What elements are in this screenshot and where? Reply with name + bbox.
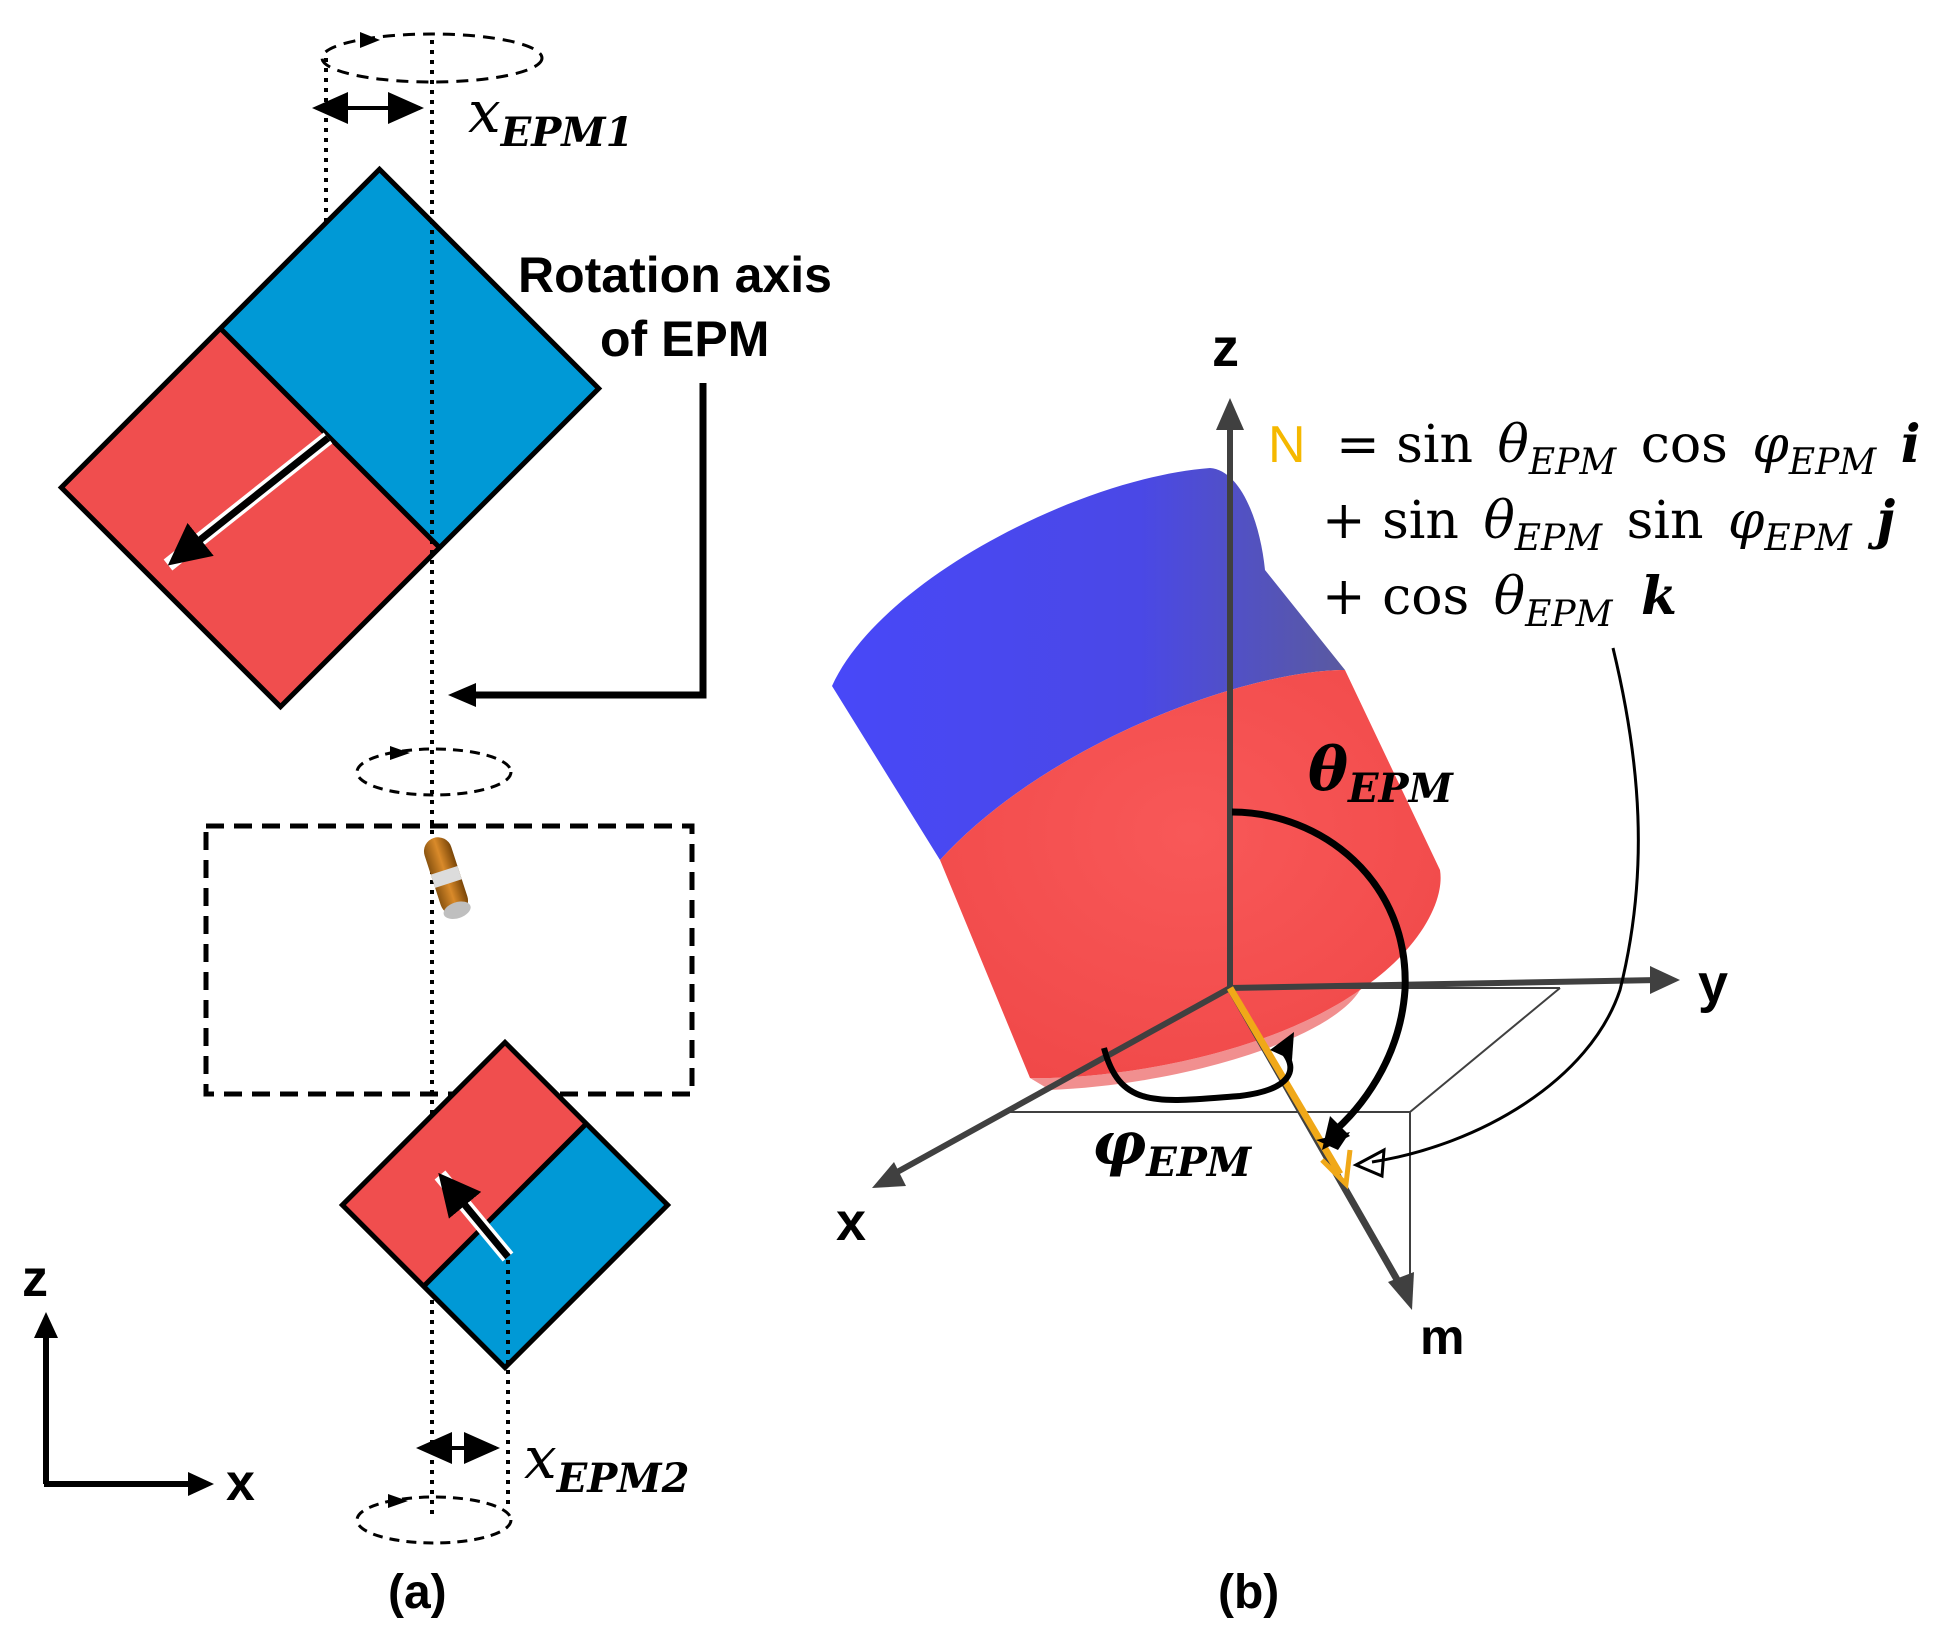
equation-pointer-arrow xyxy=(1352,647,1640,1179)
panel-a-axis-z-label: z xyxy=(22,1250,48,1308)
epm2-north-half xyxy=(342,1042,587,1287)
rotation-axis-label-line1: Rotation axis xyxy=(518,247,832,303)
panel-b-axis-x-label: x xyxy=(836,1192,866,1252)
epm1-north-half xyxy=(61,328,440,707)
panel-b-axis-z-label: z xyxy=(1212,318,1239,378)
equation-line-3: + cos θEPM k xyxy=(1322,566,1677,639)
panel-b-coordinate-axes xyxy=(872,398,1680,1310)
rotation-axis-pointer-arrow xyxy=(470,383,707,699)
rotation-ellipse-bottom xyxy=(355,1494,513,1545)
epm1-magnetization-arrow xyxy=(163,432,333,571)
x-epm1-label: xEPM1 xyxy=(468,78,633,156)
panel-a-caption: (a) xyxy=(388,1566,447,1619)
theta-angle-arc xyxy=(1231,808,1409,1150)
panel-b: z y x m θEPM φEPM N = sin θEPM cos φEPM … xyxy=(832,318,1921,1619)
phi-angle-arc xyxy=(1101,1032,1294,1103)
rotation-ellipse-middle xyxy=(355,746,513,797)
epm2-magnet xyxy=(338,1038,672,1372)
epm-cylinder-north-half xyxy=(940,670,1441,1079)
capsule-robot xyxy=(423,837,471,919)
panel-a: xEPM1 Rotation axis of EPM xyxy=(22,32,832,1619)
epm2-south-half xyxy=(423,1123,668,1368)
epm1-magnet xyxy=(57,165,603,711)
rotation-ellipse-top xyxy=(320,32,544,84)
axis-x-line xyxy=(888,985,1232,1179)
theta-epm-label: θEPM xyxy=(1308,735,1455,812)
epm1-south-half xyxy=(220,169,599,548)
axis-y-line xyxy=(1229,977,1659,991)
workspace-box xyxy=(203,823,695,1097)
epm-cylinder-south-half xyxy=(832,468,1345,860)
panel-b-axis-m-label: m xyxy=(1420,1309,1464,1365)
panel-b-caption: (b) xyxy=(1218,1566,1279,1619)
equation-line-1: N = sin θEPM cos φEPM i xyxy=(1268,414,1921,487)
rotation-axis-label-line2: of EPM xyxy=(600,311,769,367)
n-vector-equation: N = sin θEPM cos φEPM i + sin θEPM sin φ… xyxy=(1268,414,1921,639)
phi-epm-label: φEPM xyxy=(1092,1109,1253,1186)
epm2-magnetization-arrow xyxy=(434,1170,514,1262)
panel-b-axis-y-label: y xyxy=(1698,954,1728,1014)
panel-a-coordinate-axes xyxy=(34,1312,214,1496)
panel-a-axis-x-label: x xyxy=(226,1454,255,1512)
x-epm2-label: xEPM2 xyxy=(524,1424,689,1502)
equation-line-2: + sin θEPM sin φEPM j xyxy=(1322,490,1895,563)
